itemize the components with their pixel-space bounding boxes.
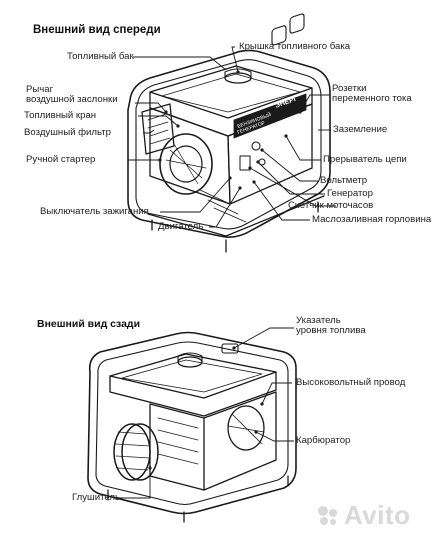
- label-carburetor: Карбюратор: [296, 435, 351, 446]
- label-recoil-starter: Ручной стартер: [26, 154, 96, 165]
- rear-view-heading: Внешний вид сзади: [37, 318, 141, 330]
- label-muffler: Глушитель: [72, 492, 121, 503]
- watermark-text: Avito: [344, 500, 411, 530]
- label-hour-meter: Счетчик моточасов: [288, 200, 374, 211]
- label-engine: Двигатель: [158, 221, 204, 232]
- label-fuel-valve: Топливный кран: [24, 110, 97, 121]
- label-generator: Генератор: [327, 188, 373, 199]
- label-choke-lever-2: воздушной заслонки: [26, 94, 118, 105]
- label-ignition-switch: Выключатель зажигания: [40, 206, 149, 217]
- label-circuit-breaker: Прерыватель цепи: [323, 154, 407, 165]
- label-fuel-tank: Топливный бак: [67, 51, 134, 62]
- label-voltmeter: Вольтметр: [320, 175, 368, 186]
- label-fuel-cap: Крышка топливного бака: [239, 41, 351, 52]
- front-view-heading: Внешний вид спереди: [33, 24, 161, 36]
- label-grounding: Заземление: [333, 124, 388, 135]
- avito-logo-icon: [318, 506, 337, 525]
- label-ac-outlets-1: Розетки: [332, 83, 367, 94]
- label-fuel-gauge-2: уровня топлива: [296, 325, 366, 336]
- rear-leader-lines: [118, 327, 294, 499]
- front-leader-lines: [128, 46, 336, 228]
- label-oil-filler-neck: Маслозаливная горловина: [312, 214, 432, 225]
- label-hv-wire: Высоковольтный провод: [296, 377, 406, 388]
- label-choke-lever-1: Рычаг: [26, 84, 54, 95]
- label-fuel-gauge-1: Указатель: [296, 315, 341, 326]
- label-air-filter: Воздушный фильтр: [24, 127, 111, 138]
- label-ac-outlets-2: переменного тока: [332, 93, 412, 104]
- avito-watermark: Avito: [318, 500, 411, 531]
